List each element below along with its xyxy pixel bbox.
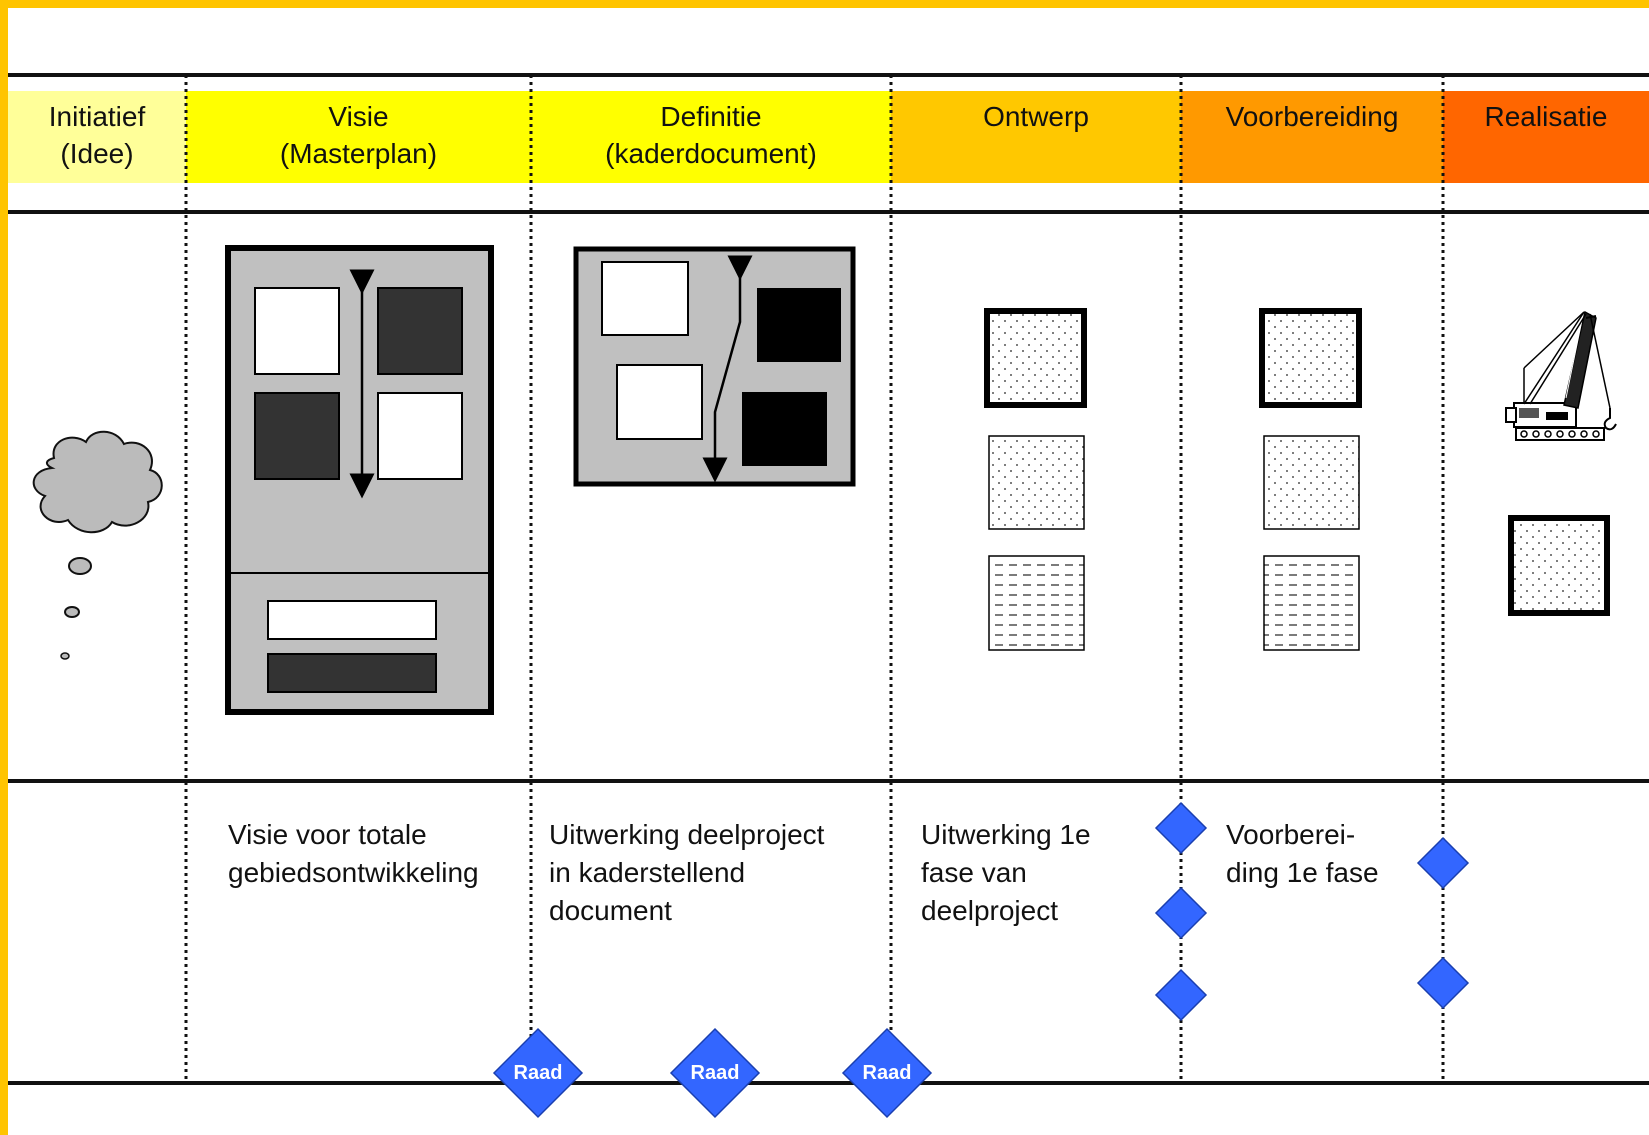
phase-title: Voorbereiding: [1225, 101, 1399, 132]
raad-label: Raad: [690, 1062, 740, 1084]
milestone-diamond: [1416, 956, 1470, 1010]
phase-label-voorbereiding: Voorbereiding: [1181, 98, 1443, 135]
phase-label-ontwerp: Ontwerp: [891, 98, 1181, 135]
description-definitie: Uitwerking deelproject in kaderstellend …: [549, 816, 824, 930]
raad-milestones: [492, 1027, 933, 1119]
design-tiles-icon: [1259, 308, 1362, 651]
milestone-diamond: [1154, 886, 1208, 940]
description-line: Uitwerking deelproject: [549, 819, 825, 850]
raad-label: Raad: [862, 1062, 912, 1084]
phase-subtitle: (Masterplan): [279, 138, 438, 169]
kaderdocument-block-icon: [573, 246, 856, 487]
phase-label-initiatief: Initiatief (Idee): [8, 98, 186, 172]
phase-band-ontwerp: [891, 91, 1181, 183]
phase-title: Realisatie: [1484, 101, 1608, 132]
phase-subtitle: (Idee): [60, 138, 134, 169]
phase-subtitle: (kaderdocument): [605, 138, 817, 169]
description-visie: Visie voor totale gebiedsontwikkeling: [228, 816, 479, 892]
phase-title: Definitie: [660, 101, 762, 132]
phase-header-band: [8, 91, 1649, 183]
description-line: ding 1e fase: [1226, 857, 1379, 888]
phase-title: Initiatief: [48, 101, 146, 132]
phase-title: Ontwerp: [983, 101, 1089, 132]
phase-title: Visie: [328, 101, 389, 132]
description-line: deelproject: [921, 895, 1058, 926]
description-line: document: [549, 895, 672, 926]
thought-cloud-icon: [32, 430, 163, 660]
raad-diamond: [841, 1027, 933, 1119]
phase-band-voorbereiding: [1181, 91, 1443, 183]
description-line: in kaderstellend: [549, 857, 746, 888]
realisatie-tile-icon: [1508, 515, 1610, 616]
design-tiles-icon: [984, 308, 1087, 651]
description-ontwerp: Uitwerking 1e fase van deelproject: [921, 816, 1091, 930]
phase-label-realisatie: Realisatie: [1443, 98, 1649, 135]
raad-label: Raad: [513, 1062, 563, 1084]
description-line: gebiedsontwikkeling: [228, 857, 479, 888]
milestone-diamond: [1154, 801, 1208, 855]
description-line: Visie voor totale: [228, 819, 427, 850]
raad-diamond: [669, 1027, 761, 1119]
milestone-diamond: [1154, 968, 1208, 1022]
phase-band-visie: [186, 91, 531, 183]
description-voorbereiding: Voorberei- ding 1e fase: [1226, 816, 1379, 892]
description-line: Uitwerking 1e: [921, 819, 1091, 850]
masterplan-block-icon: [225, 245, 494, 715]
description-line: fase van: [921, 857, 1027, 888]
milestone-diamonds: [1154, 801, 1470, 1022]
phase-band-realisatie: [1443, 91, 1649, 183]
crane-icon: [1505, 310, 1617, 441]
raad-diamond: [492, 1027, 584, 1119]
description-line: Voorberei-: [1226, 819, 1356, 850]
horizontal-rules: [8, 73, 1649, 1085]
milestone-diamond: [1416, 836, 1470, 890]
phase-band-initiatief: [8, 91, 186, 183]
phase-label-visie: Visie (Masterplan): [186, 98, 531, 172]
frame-top-border: [0, 0, 1649, 8]
frame-left-border: [0, 0, 8, 1135]
phase-band-definitie: [531, 91, 891, 183]
phase-label-definitie: Definitie (kaderdocument): [531, 98, 891, 172]
